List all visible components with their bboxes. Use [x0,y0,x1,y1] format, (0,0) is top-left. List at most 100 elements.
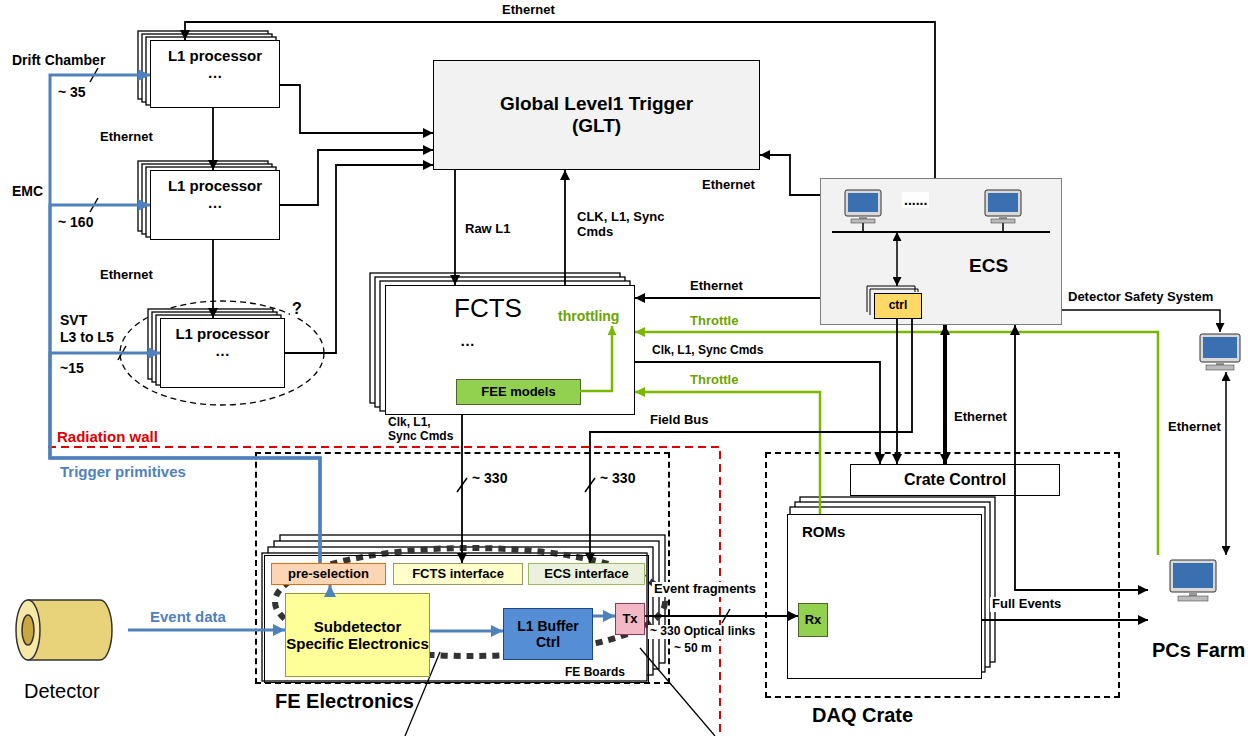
drawing-part [985,190,1021,216]
drawing-part [22,615,34,645]
safety-link [1225,372,1227,555]
fe-region: pre-selection FCTS interface ECS interface… [255,452,670,684]
ctrl-box: ctrl [874,293,922,319]
safety-link [1062,310,1220,332]
free-label: ? [290,300,304,318]
node-text: … [208,64,223,81]
free-label: Drift Chamber [10,52,107,68]
board-plate [870,289,918,315]
connector [896,319,898,464]
edge-label: Event fragments [652,582,758,597]
bus-drop [1002,222,1004,232]
electronics-box: Subdetector Specific Electronics [285,593,430,677]
node-text: … [215,342,230,359]
bus-drop [862,222,864,232]
edge-label: Ethernet [98,130,155,145]
drawing-part [585,478,595,492]
node-text: FCTS [454,294,522,324]
free-label: Trigger primitives [58,463,188,480]
connector [430,630,503,633]
free-label: ~ 50 m [672,642,714,656]
free-label: Detector Safety System [1066,290,1215,305]
computer-icon [1200,334,1240,370]
ecs-panel: ctrlECS [820,178,1062,325]
connector [760,155,820,195]
drawing-part [988,193,1018,212]
edge-label: Clk, L1, Sync Cmds [650,344,765,358]
detector-cylinder [16,600,112,660]
leader-line [640,648,715,736]
connector [185,22,935,178]
edge-label: Event data [148,608,228,625]
computer-icon [1170,560,1216,601]
node-text: FE Boards [565,666,625,680]
drawing-part [848,193,878,212]
free-label: Ethernet [1166,420,1223,435]
node-text: pre-selection [288,567,369,582]
transmitter-box: Tx [615,603,645,635]
connector [285,165,433,353]
drawing-part [1178,596,1208,601]
connector [212,240,214,318]
free-label: ~ 330 [598,470,637,486]
control-box: Crate Control [850,464,1060,496]
detector: Detector [8,590,128,710]
node-text: PCs Farm [1152,639,1245,662]
node-text: ECS interface [544,567,629,582]
node-text: L1 processor [168,47,262,64]
node-text: FEE models [481,385,555,400]
edge-label: Field Bus [648,413,711,428]
drawing-part [1203,337,1237,358]
edge-label: Throttle [688,373,740,388]
processor-board: L1 processor… [150,40,280,108]
node-text: throttling [558,308,619,324]
computer-icon [845,190,881,223]
drawing-part [16,600,40,660]
connector [590,319,912,563]
connector [50,205,320,563]
drawing-part [859,216,867,220]
processor-board: L1 processor… [160,318,285,388]
connector [212,108,214,170]
drawing-part [851,219,875,223]
connector [461,415,463,563]
interface-box: FCTS interface [393,563,523,585]
interface-box: ECS interface [528,563,645,585]
receiver-box: Rx [798,603,828,637]
free-label: ~ 330 [470,470,509,486]
free-label: Radiation wall [55,428,160,445]
free-label: ~ 160 [56,214,95,230]
edge-label: Ethernet [688,279,745,294]
node-text: ROMs [802,523,845,540]
connector [280,85,433,133]
fe-board: pre-selection FCTS interface ECS interface… [264,555,649,683]
daq-region: Crate ControlRxROMsDAQ Crate [765,452,1120,698]
connector [128,629,285,632]
drawing-part [118,346,126,360]
free-label: EMC [10,183,45,199]
connector [635,332,1158,555]
drawing-part [1170,560,1216,592]
edge-label: Throttle [688,314,740,329]
edge-label: Ethernet [952,410,1009,425]
ecs-bus [832,231,1050,233]
drawing-part [999,216,1007,220]
node-text: ctrl [889,299,908,313]
free-label: ~15 [58,360,86,376]
fcts-crate: FEE modelsFCTS…throttling [385,285,635,415]
free-label: SVT [58,312,89,328]
connector [50,75,320,563]
drawing-part [1173,563,1213,588]
free-label: ...... [902,192,929,208]
node-text: DAQ Crate [812,704,913,727]
node-text: L1 processor [168,177,262,194]
radiation-wall [48,447,720,736]
node-text: Rx [805,613,822,628]
processor-board: L1 processor… [150,170,280,240]
node-text: L1 processor [175,325,269,342]
bus-drop [896,232,898,286]
drawing-part [991,219,1015,223]
edge-label: Clk, L1, Sync Cmds [386,416,460,444]
buffer-box: L1 Buffer Ctrl [503,608,593,660]
board-plate [262,553,647,681]
